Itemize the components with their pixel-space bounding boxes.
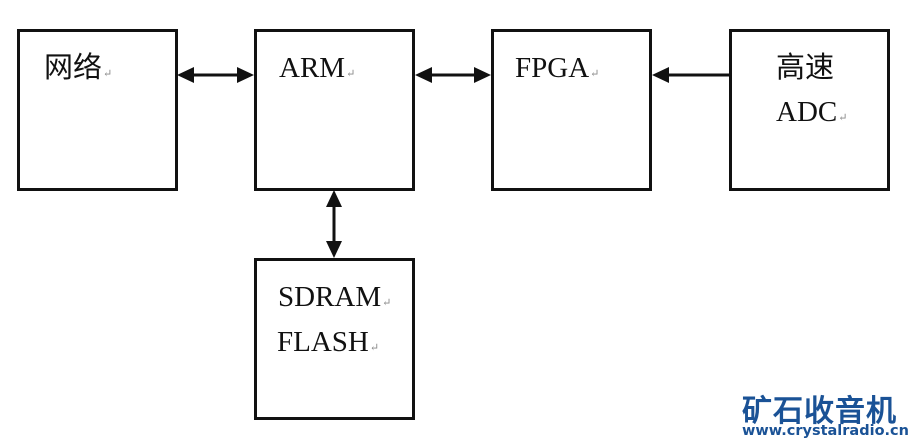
block-adc-label-line1: 高速 [776,54,834,83]
arrow-arm-fpga [415,67,491,83]
watermark-url: www.crystalradio.cn [742,423,909,439]
label-line: FLASH [277,326,369,358]
block-memory: SDRAM↵ FLASH↵ [254,258,415,420]
block-memory-label-line2: FLASH↵ [277,328,379,357]
watermark-title: 矿石收音机 [742,394,897,429]
label-line: ARM [279,52,346,84]
arrow-network-arm [177,67,254,83]
block-fpga-label: FPGA↵ [515,54,599,83]
label-line: 高速 [776,52,835,84]
label-line: 网络 [44,52,103,84]
block-arm: ARM↵ [254,29,415,191]
paragraph-mark-icon: ↵ [369,342,380,354]
paragraph-mark-icon: ↵ [346,68,356,80]
paragraph-mark-icon: ↵ [590,68,600,80]
paragraph-mark-icon: ↵ [838,112,848,124]
block-fpga: FPGA↵ [491,29,652,191]
paragraph-mark-icon: ↵ [103,68,113,80]
block-memory-label-line1: SDRAM↵ [278,283,391,312]
block-network: 网络↵ [17,29,178,191]
arrow-arm-memory [326,190,342,258]
block-adc: 高速 ADC↵ [729,29,890,191]
label-line: FPGA [515,52,590,84]
block-network-label: 网络↵ [44,54,112,83]
block-arm-label: ARM↵ [279,54,355,83]
block-adc-label-line2: ADC↵ [776,98,847,127]
arrow-adc-fpga [652,67,729,83]
label-line: ADC [776,96,838,128]
paragraph-mark-icon: ↵ [382,297,392,309]
label-line: SDRAM [278,281,382,313]
